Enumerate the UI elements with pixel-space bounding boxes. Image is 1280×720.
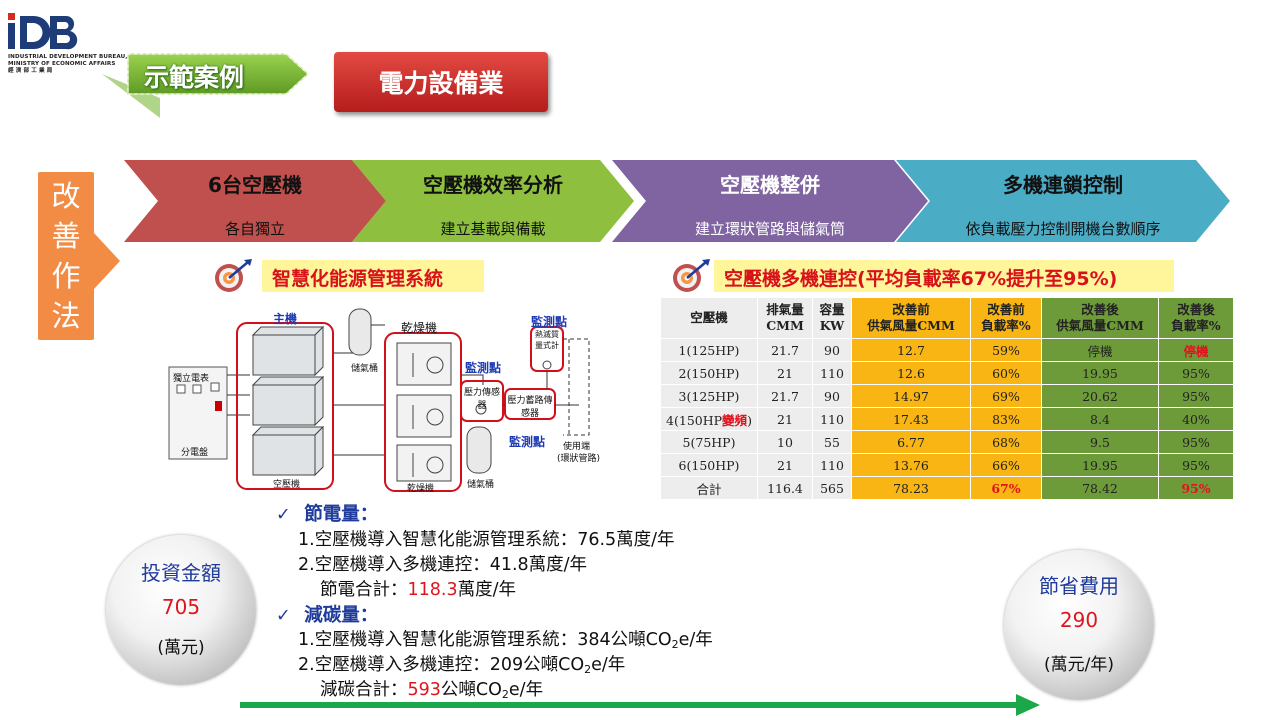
target-icon xyxy=(673,259,710,292)
industry-label-box: 電力設備業 xyxy=(334,52,548,112)
power-saving-heading: ✓ 節電量： xyxy=(276,504,379,525)
method-char: 善 xyxy=(51,219,81,253)
step-3-chevron: 空壓機整併 建立環狀管路與儲氣筒 xyxy=(612,160,928,242)
carbon-reduction-item: 2.空壓機導入多機連控：209公噸CO2e/年 xyxy=(298,655,626,676)
system-diagram-drawing xyxy=(168,308,590,492)
table-header: 改善後負載率% xyxy=(1158,297,1234,339)
investment-label: 投資金額 xyxy=(141,561,221,585)
step-1-chevron: 6台空壓機 各自獨立 xyxy=(124,160,386,242)
carbon-reduction-total: 減碳合計：593公噸CO2e/年 xyxy=(320,680,544,701)
method-arrow-icon xyxy=(94,233,120,289)
cost-saving-unit: (萬元/年) xyxy=(1044,655,1114,675)
target-icon xyxy=(215,259,252,292)
cost-saving-value: 290 xyxy=(1059,608,1099,632)
improvement-method-label: 改 善 作 法 xyxy=(38,172,94,340)
carbon-reduction-heading: ✓ 減碳量： xyxy=(276,605,379,626)
case-tag-shape xyxy=(102,53,310,118)
power-saving-total: 節電合計：118.3萬度/年 xyxy=(320,580,517,600)
tank-label: 儲氣桶 xyxy=(351,364,379,374)
step-1-subtitle: 各自獨立 xyxy=(224,220,285,238)
flow-meter-label: 熱滅質量式計 xyxy=(535,330,559,350)
step-2-title: 空壓機效率分析 xyxy=(423,173,563,197)
dryer-label: 乾燥機 xyxy=(401,321,438,335)
case-study-tag: 示範案例 xyxy=(100,52,310,118)
system-diagram: 主機 乾燥機 監測點 監測點 監測點 獨立電表 分電盤 空壓機 乾燥機 儲氣桶 … xyxy=(165,305,605,495)
table-header: 改善前負載率% xyxy=(970,297,1042,339)
monitor-point-label: 監測點 xyxy=(531,315,568,329)
pressure-sensor-label: 壓力傳感器 xyxy=(463,388,500,411)
power-saving-item: 1.空壓機導入智慧化能源管理系統：76.5萬度/年 xyxy=(298,530,675,550)
carbon-reduction-item: 1.空壓機導入智慧化能源管理系統：384公噸CO2e/年 xyxy=(298,630,713,651)
monitor-point-label: 監測點 xyxy=(465,361,502,375)
step-3-title: 空壓機整併 xyxy=(720,173,820,197)
logo-text: INDUSTRIAL DEVELOPMENT BUREAU, MINISTRY … xyxy=(8,54,128,74)
step-1-title: 6台空壓機 xyxy=(208,173,302,197)
investment-value: 705 xyxy=(161,595,201,619)
table-header: 空壓機 xyxy=(660,297,758,339)
ems-section-title: 智慧化能源管理系統 xyxy=(262,260,484,292)
power-saving-item: 2.空壓機導入多機連控：41.8萬度/年 xyxy=(298,555,588,575)
investment-circle: 投資金額 705 (萬元) xyxy=(106,535,256,685)
method-char: 法 xyxy=(51,299,81,333)
cost-saving-label: 節省費用 xyxy=(1039,574,1119,598)
method-char: 改 xyxy=(51,179,81,213)
step-3-shape xyxy=(612,160,928,242)
step-2-subtitle: 建立基載與備載 xyxy=(440,220,546,238)
method-char: 作 xyxy=(51,259,81,293)
case-study-label: 示範案例 xyxy=(144,63,245,92)
step-4-shape xyxy=(896,160,1230,242)
main-unit-label: 主機 xyxy=(273,312,298,326)
monitor-point-label: 監測點 xyxy=(509,435,546,449)
investment-unit: (萬元) xyxy=(157,638,205,658)
step-4-subtitle: 依負載壓力控制開機台數順序 xyxy=(965,220,1161,238)
step-2-shape xyxy=(352,160,634,242)
tank-label: 儲氣桶 xyxy=(467,480,495,490)
dryer-small-label: 乾燥機 xyxy=(407,484,435,494)
loop-pipe-label: (環狀管路) xyxy=(557,454,601,464)
industry-label: 電力設備業 xyxy=(378,69,504,98)
check-icon: ✓ xyxy=(276,606,291,626)
table-header: 改善前供氣風量CMM xyxy=(851,297,971,339)
compressor-label: 空壓機 xyxy=(273,480,301,490)
cost-saving-circle: 節省費用 290 (萬元/年) xyxy=(1004,550,1154,700)
panel-meter-label: 獨立電表 xyxy=(173,374,210,384)
pressure-leak-sensor-label: 壓力蓄路傳感器 xyxy=(507,396,553,419)
idb-logo: INDUSTRIAL DEVELOPMENT BUREAU, MINISTRY … xyxy=(6,10,127,80)
multi-control-section-title: 空壓機多機連控(平均負載率67%提升至95%) xyxy=(714,260,1174,292)
usage-side-label: 使用端 xyxy=(563,442,591,452)
step-1-shape xyxy=(124,160,386,242)
savings-summary: ✓ 節電量： 1.空壓機導入智慧化能源管理系統：76.5萬度/年 2.空壓機導入… xyxy=(276,500,836,701)
timeline-arrow-icon xyxy=(240,694,1040,716)
table-header: 改善後供氣風量CMM xyxy=(1041,297,1159,339)
step-2-chevron: 空壓機效率分析 建立基載與備載 xyxy=(352,160,634,242)
step-4-title: 多機連鎖控制 xyxy=(1003,173,1123,197)
panel-label: 分電盤 xyxy=(181,448,209,458)
step-3-subtitle: 建立環狀管路與儲氣筒 xyxy=(694,220,845,238)
idb-logo-mark xyxy=(8,13,78,50)
step-4-chevron: 多機連鎖控制 依負載壓力控制開機台數順序 xyxy=(896,160,1230,242)
check-icon: ✓ xyxy=(276,505,291,525)
